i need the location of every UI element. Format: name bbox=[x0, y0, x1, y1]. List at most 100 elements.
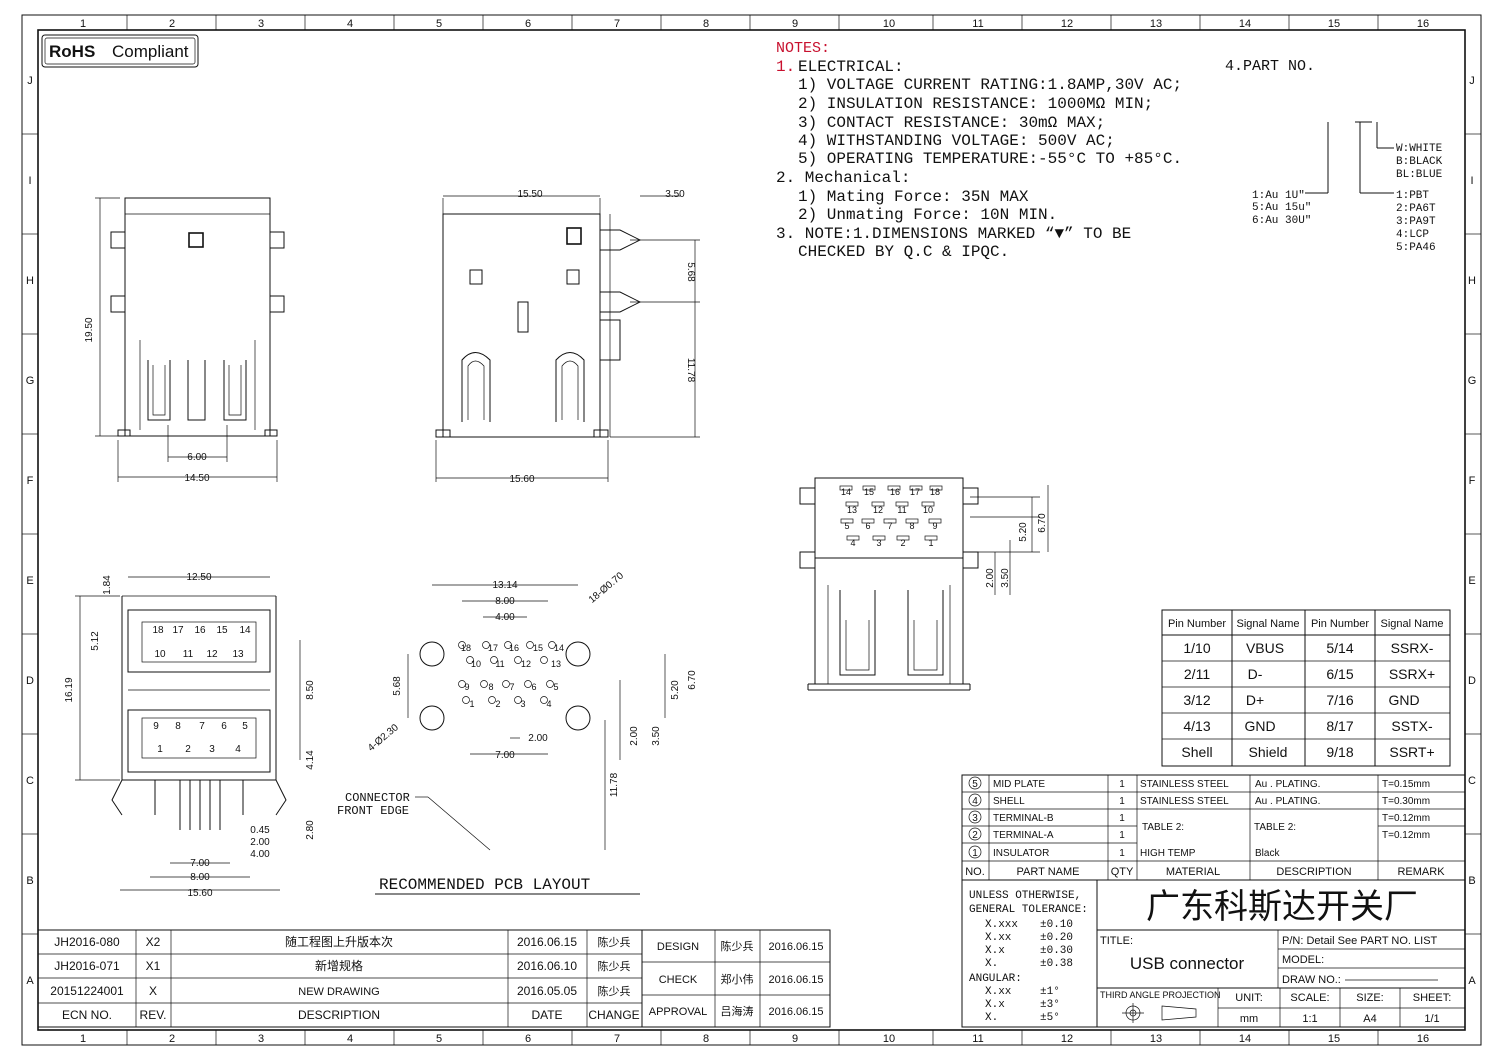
dim-label: 5.68 bbox=[392, 676, 403, 696]
pcb-hole bbox=[548, 641, 556, 649]
bom-qty: 1 bbox=[1119, 796, 1125, 807]
col-label: 7 bbox=[614, 18, 620, 30]
bom-desc: Au . PLATING. bbox=[1255, 779, 1320, 790]
pin-number: 5 bbox=[242, 721, 248, 732]
notes-block: NOTES: 1. ELECTRICAL: 1) VOLTAGE CURRENT… bbox=[776, 40, 1182, 261]
pin-number: 1 bbox=[469, 699, 474, 709]
row-label: D bbox=[26, 675, 34, 687]
rear-pad bbox=[861, 518, 875, 524]
rev-change: 陈少兵 bbox=[598, 984, 631, 998]
dim-label: 16.19 bbox=[64, 677, 75, 702]
bom-qty: 1 bbox=[1119, 813, 1125, 824]
pin-number: 16 bbox=[194, 625, 206, 636]
tolerance-line: UNLESS OTHERWISE, bbox=[969, 890, 1081, 902]
size-label: SIZE: bbox=[1356, 992, 1384, 1004]
pin-table-cell: GND bbox=[1388, 692, 1419, 708]
connector-edge-label: CONNECTOR bbox=[345, 791, 410, 805]
pin-number: 3 bbox=[520, 699, 525, 709]
pin-number: 13 bbox=[847, 505, 857, 515]
color-option: BL:BLUE bbox=[1396, 169, 1443, 181]
drawing-title: USB connector bbox=[1130, 954, 1245, 973]
unit-value: mm bbox=[1240, 1013, 1258, 1025]
rear-view: 5.20 6.70 2.00 3.50 14 15 16 17 18 13 12… bbox=[799, 477, 1049, 691]
pin-table-cell: Shield bbox=[1249, 744, 1288, 760]
pin-number: 1 bbox=[157, 744, 163, 755]
bom-header: MATERIAL bbox=[1166, 866, 1220, 878]
col-label: 3 bbox=[258, 18, 264, 30]
title-block: UNLESS OTHERWISE, GENERAL TOLERANCE: X.x… bbox=[961, 879, 1466, 1028]
pin-table-cell: 3/12 bbox=[1183, 692, 1210, 708]
dim-label: 15.60 bbox=[187, 888, 212, 899]
dim-label: 5.12 bbox=[90, 631, 101, 651]
note-line: 3. NOTE:1.DIMENSIONS MARKED “▼” TO BE bbox=[776, 225, 1131, 243]
rev-date: 2016.06.10 bbox=[517, 959, 577, 973]
bom-no: 5 bbox=[972, 779, 978, 790]
column-labels: 1 2 3 4 5 6 7 8 9 10 11 12 13 14 15 16 1… bbox=[80, 18, 1429, 1045]
unit-label: UNIT: bbox=[1235, 992, 1263, 1004]
pin-table-cell: SSRX- bbox=[1391, 640, 1434, 656]
col-label: 12 bbox=[1061, 1033, 1073, 1045]
part-number: P/N: Detail See PART NO. LIST bbox=[1282, 935, 1438, 947]
material-option: 3:PA9T bbox=[1396, 216, 1436, 228]
dim-label: 7.00 bbox=[495, 750, 515, 761]
dim-label: 8.00 bbox=[190, 872, 210, 883]
rohs-bold: RoHS bbox=[49, 42, 95, 61]
tol-key: X.xx bbox=[985, 986, 1012, 998]
row-label: H bbox=[1468, 275, 1476, 287]
row-label: J bbox=[1469, 75, 1475, 87]
rear-pad bbox=[846, 535, 860, 541]
col-label: 1 bbox=[80, 1033, 86, 1045]
dim-label: 6.00 bbox=[187, 452, 207, 463]
pcb-layout: 13.14 8.00 4.00 18-Ø0.70 5.68 5.20 6.70 … bbox=[337, 570, 698, 895]
note-line: 2) Unmating Force: 10N MIN. bbox=[798, 206, 1057, 224]
pcb-hole bbox=[526, 641, 534, 649]
material-option: 5:PA46 bbox=[1396, 242, 1436, 254]
col-label: 11 bbox=[972, 1033, 983, 1045]
rev-header: DATE bbox=[531, 1008, 562, 1022]
col-label: 13 bbox=[1150, 18, 1162, 30]
col-label: 3 bbox=[258, 1033, 264, 1045]
rear-pad bbox=[909, 485, 923, 491]
dim-label: 4.00 bbox=[250, 849, 270, 860]
approval-role: DESIGN bbox=[657, 941, 699, 953]
note-line: 1) Mating Force: 35N MAX bbox=[798, 188, 1029, 206]
dim-label: 15.60 bbox=[509, 474, 534, 485]
rear-pad bbox=[905, 518, 919, 524]
col-label: 9 bbox=[792, 1033, 798, 1045]
bom-part: SHELL bbox=[993, 796, 1025, 807]
rear-pad bbox=[883, 518, 897, 524]
notes-mechanical-label: 2. Mechanical: bbox=[776, 169, 910, 187]
row-label: E bbox=[26, 575, 33, 587]
dim-label: 4.00 bbox=[495, 612, 515, 623]
approval-date: 2016.06.15 bbox=[768, 1006, 823, 1018]
dim-label: 5.20 bbox=[1018, 522, 1029, 542]
third-angle-projection-icon bbox=[1122, 1003, 1197, 1023]
pcb-hole bbox=[480, 680, 488, 688]
dim-label: 0.45 bbox=[250, 825, 270, 836]
dim-label: 4.14 bbox=[305, 750, 316, 770]
pin-number: 9 bbox=[153, 721, 159, 732]
dim-label: 7.00 bbox=[190, 858, 210, 869]
note-line: 4) WITHSTANDING VOLTAGE: 500V AC; bbox=[798, 132, 1115, 150]
bill-of-materials: 5 MID PLATE 1 STAINLESS STEEL Au . PLATI… bbox=[961, 774, 1466, 881]
pin-number: 6 bbox=[531, 682, 536, 692]
pcb-hole bbox=[514, 696, 522, 704]
pcb-hole bbox=[482, 641, 490, 649]
dim-label: 5.68 bbox=[685, 262, 696, 282]
col-label: 4 bbox=[347, 1033, 353, 1045]
approval-name: 陈少兵 bbox=[721, 939, 754, 953]
dim-label: 2.00 bbox=[629, 726, 640, 746]
tol-key: X.x bbox=[985, 945, 1005, 957]
note-line: 3) CONTACT RESISTANCE: 30mΩ MAX; bbox=[798, 114, 1105, 132]
col-label: 15 bbox=[1328, 18, 1340, 30]
pin-number: 5 bbox=[844, 521, 849, 531]
pin-number: 14 bbox=[554, 643, 564, 653]
part-no-title: 4.PART NO. bbox=[1225, 58, 1315, 75]
approval-role: CHECK bbox=[659, 974, 698, 986]
pcb-hole bbox=[504, 641, 512, 649]
pin-table-cell: 1/10 bbox=[1183, 640, 1210, 656]
rev-header: REV. bbox=[140, 1008, 167, 1022]
row-label: C bbox=[26, 775, 34, 787]
note-line: 5) OPERATING TEMPERATURE:-55°C TO +85°C. bbox=[798, 150, 1182, 168]
